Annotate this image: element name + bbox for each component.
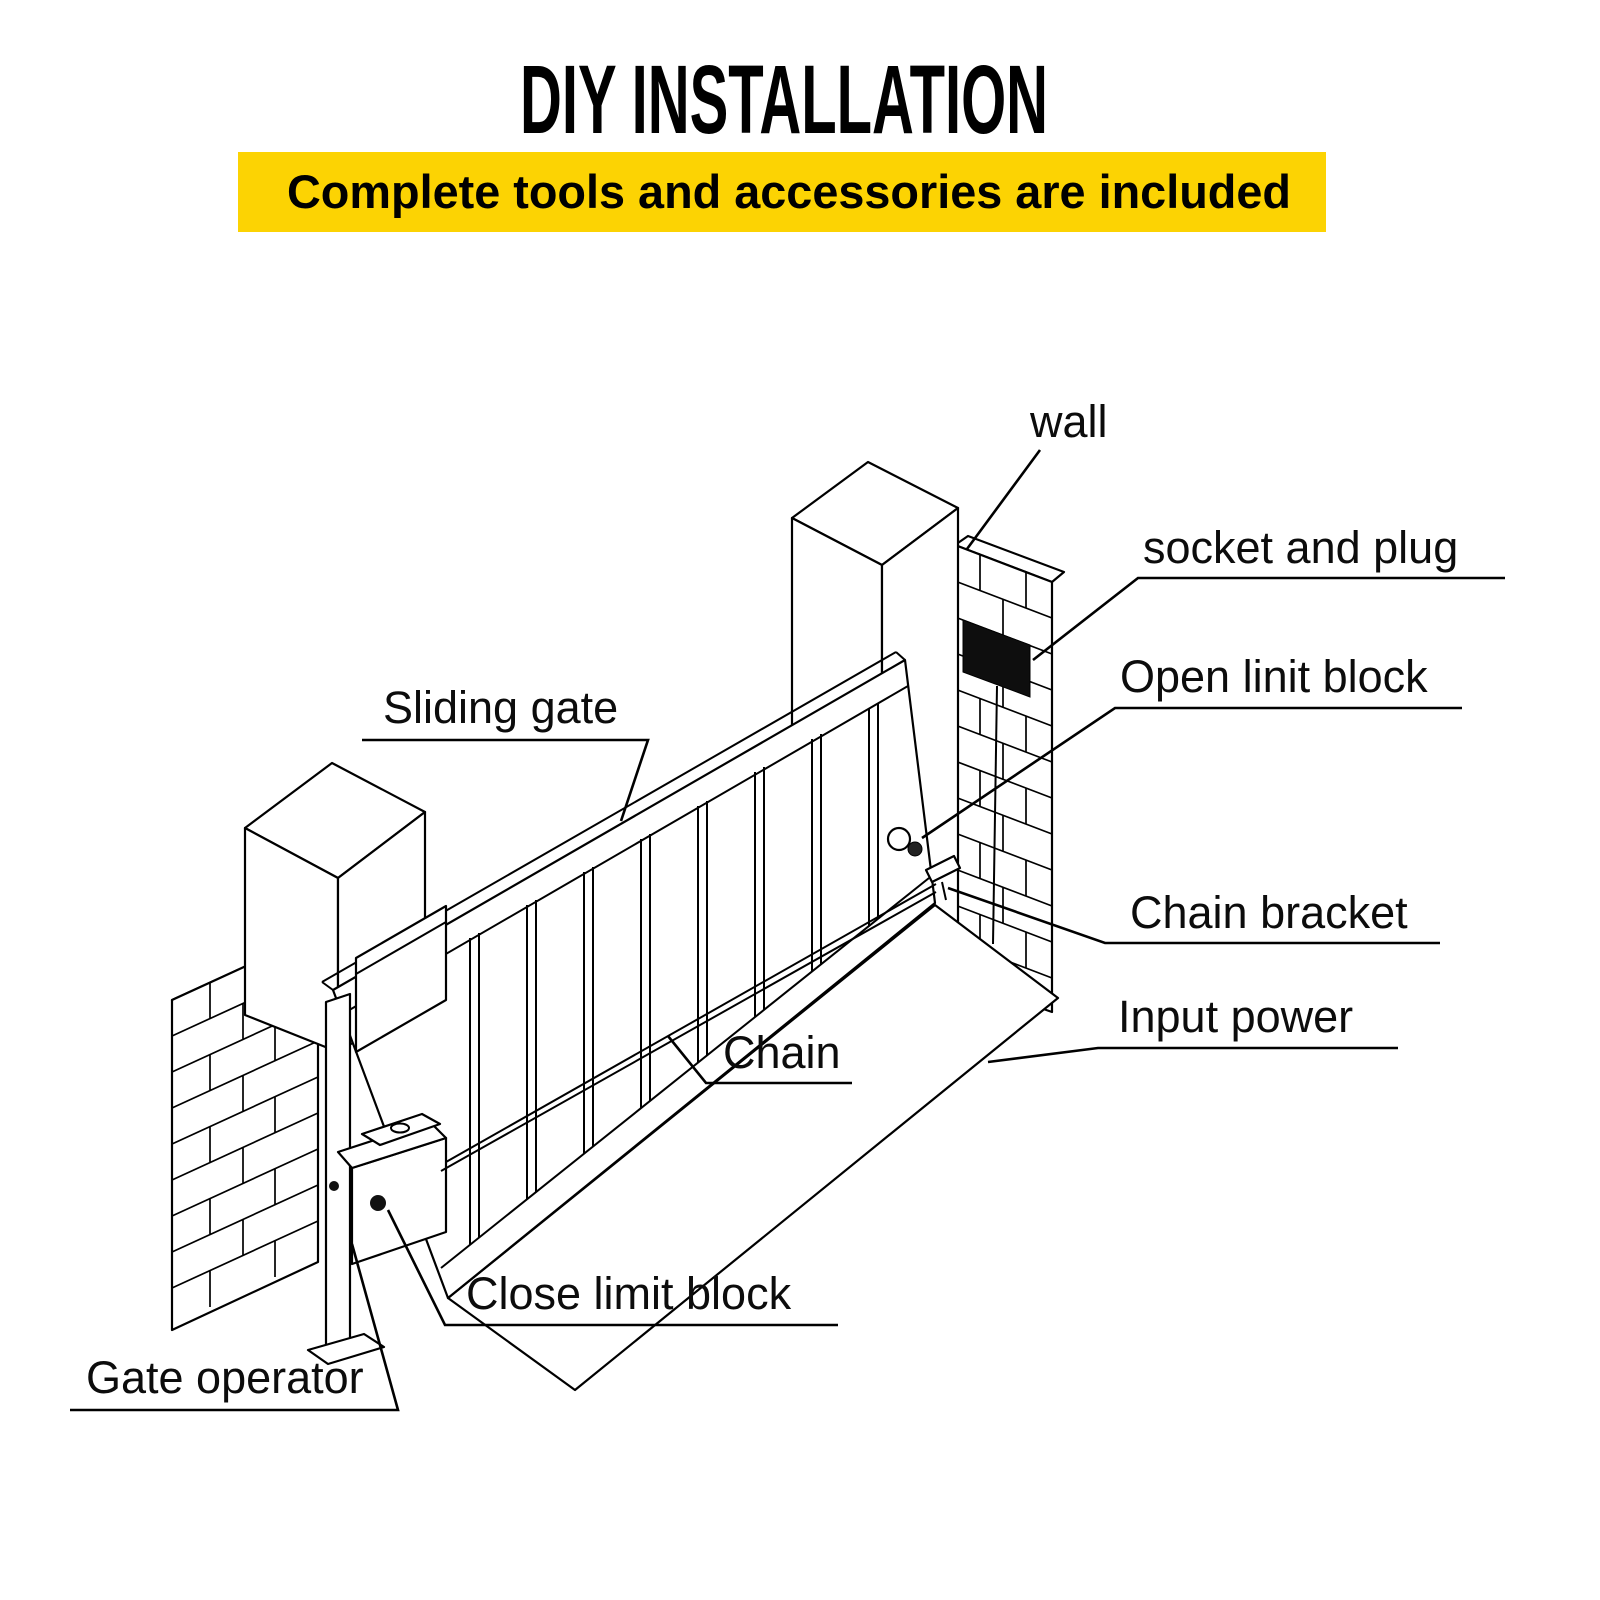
operator-foot (306, 1332, 386, 1366)
label-wall: wall (1029, 396, 1108, 447)
banner-text: Complete tools and accessories are inclu… (287, 165, 1291, 218)
label-close-limit-block: Close limit block (466, 1268, 792, 1319)
leader-lines (70, 449, 1505, 1412)
label-chain-bracket: Chain bracket (1130, 887, 1408, 938)
label-socket-and-plug: socket and plug (1143, 522, 1458, 573)
open-limit-block-part (886, 826, 923, 857)
label-chain: Chain (723, 1027, 841, 1078)
label-input-power: Input power (1118, 991, 1353, 1042)
gate-bottom-rail (440, 877, 930, 1269)
gate-hanger-plate-line (355, 921, 447, 975)
labels: wall socket and plug Open linit block Ch… (86, 396, 1458, 1403)
power-socket (962, 619, 1031, 698)
gate-hanger-plate (354, 904, 448, 1054)
brick-pattern (954, 555, 1053, 995)
gate-operator-unit (306, 992, 448, 1366)
label-open-limit-block: Open linit block (1120, 651, 1428, 702)
label-gate-operator: Gate operator (86, 1352, 364, 1403)
gate-pickets (469, 703, 879, 1245)
right-brick-wall (953, 534, 1066, 1014)
label-sliding-gate: Sliding gate (383, 682, 618, 733)
banner (238, 152, 1326, 232)
chain-line (440, 883, 937, 1172)
operator-release-cap (360, 1112, 442, 1147)
gate-top-rail (321, 651, 909, 1017)
close-limit-block-part (370, 1195, 386, 1211)
left-brick-wall (170, 931, 335, 1332)
operator-post (324, 992, 352, 1362)
chain-bracket-part (924, 854, 962, 901)
power-cord (992, 685, 998, 945)
release-keyhole (390, 1122, 410, 1134)
page-title: DIY INSTALLATION (520, 45, 1048, 154)
mounting-bolt (329, 1181, 339, 1191)
